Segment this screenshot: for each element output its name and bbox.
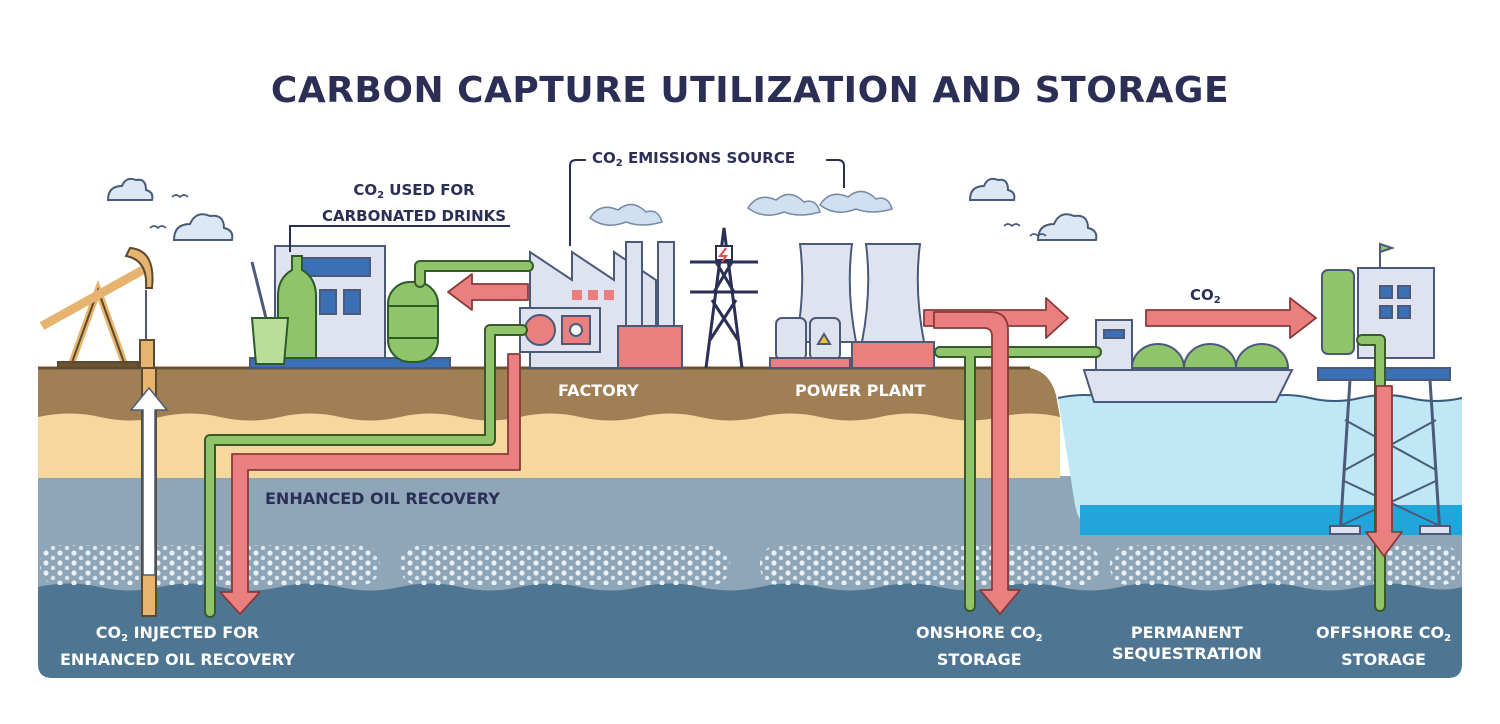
deep-layer [38, 581, 1462, 678]
permanent-sequestration-label: PERMANENT SEQUESTRATION [1112, 623, 1262, 663]
co2-injected-label: CO2 INJECTED FOR ENHANCED OIL RECOVERY [60, 623, 295, 669]
page-title: CARBON CAPTURE UTILIZATION AND STORAGE [270, 70, 1230, 111]
arrow-to-offshore-storage [1365, 385, 1403, 557]
arrow-to-oil-recovery [219, 353, 521, 615]
factory-building [519, 241, 683, 369]
bird-icon [149, 194, 1047, 238]
emissions-bracket [569, 159, 845, 246]
fan-icon [524, 314, 556, 346]
topsoil-layer [38, 368, 1060, 421]
glass-icon [250, 261, 290, 365]
cloud-icon [106, 177, 1098, 241]
emissions-source-label: CO2 EMISSIONS SOURCE [592, 149, 796, 169]
pump-jack-icon [39, 246, 155, 370]
drinks-callout-line [289, 225, 510, 252]
co2-flow-arrows [219, 273, 1403, 615]
injection-arrow [129, 386, 169, 576]
porous-band [760, 545, 1100, 585]
sea [1057, 394, 1463, 535]
power-pylon-icon [690, 227, 758, 369]
porous-band [400, 545, 730, 585]
enhanced-oil-recovery-label: ENHANCED OIL RECOVERY [265, 489, 500, 508]
ship-icon [1082, 319, 1294, 403]
arrow-to-onshore-storage [933, 311, 1021, 615]
co2-tank [387, 281, 439, 363]
power-plant-label: POWER PLANT [795, 381, 926, 400]
offshore-storage-label: OFFSHORE CO2 STORAGE [1316, 623, 1452, 669]
power-plant-building [769, 243, 935, 369]
smoke-icon [588, 190, 893, 226]
arrow-to-drinks [447, 273, 529, 311]
porous-band [1110, 545, 1460, 585]
sand-layer [38, 411, 1060, 478]
arrow-ship-to-platform [1145, 297, 1317, 339]
sea-water [1058, 395, 1462, 535]
carbonated-drinks-label: CO2 USED FOR CARBONATED DRINKS [322, 181, 507, 225]
ship-co2-label: CO2 [1190, 286, 1221, 306]
sea-deep-band [1080, 505, 1462, 535]
onshore-storage-label: ONSHORE CO2 STORAGE [916, 623, 1043, 669]
factory-label: FACTORY [558, 381, 639, 400]
